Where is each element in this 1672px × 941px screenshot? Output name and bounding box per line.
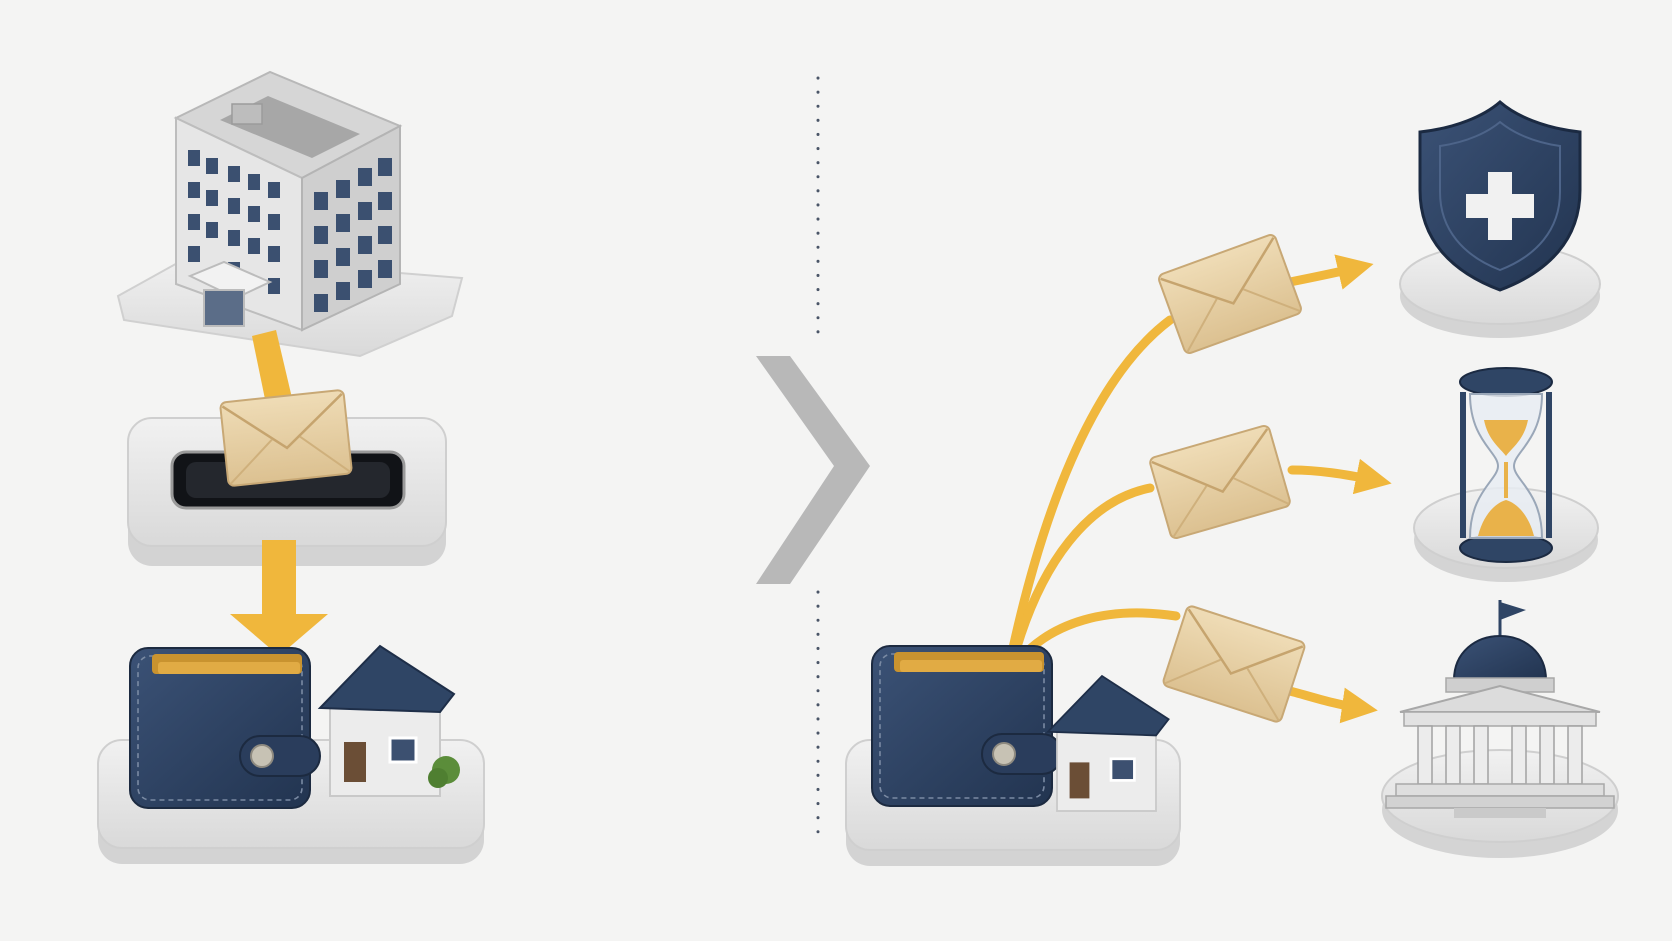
arrow-down-icon — [230, 540, 328, 656]
tree-icon — [428, 756, 460, 788]
house-icon — [1046, 674, 1170, 813]
wallet-icon — [871, 645, 1063, 807]
capitol-building-icon — [1385, 600, 1615, 818]
hourglass-icon — [1459, 367, 1553, 563]
right-panel — [845, 100, 1619, 866]
shield-plus-icon — [1418, 100, 1582, 292]
envelope-icon — [218, 388, 354, 488]
arrow-to-shield — [1005, 315, 1175, 667]
envelope-icon — [1156, 232, 1304, 356]
arrow-to-hourglass — [1007, 483, 1155, 669]
chevron-right-icon — [756, 356, 870, 584]
envelope-icon — [1160, 603, 1308, 725]
left-panel — [97, 70, 485, 864]
wallet-icon — [129, 647, 321, 809]
arrow-building-to-slot — [252, 330, 292, 404]
envelope-icon — [1147, 423, 1293, 541]
building-icon — [173, 70, 403, 332]
